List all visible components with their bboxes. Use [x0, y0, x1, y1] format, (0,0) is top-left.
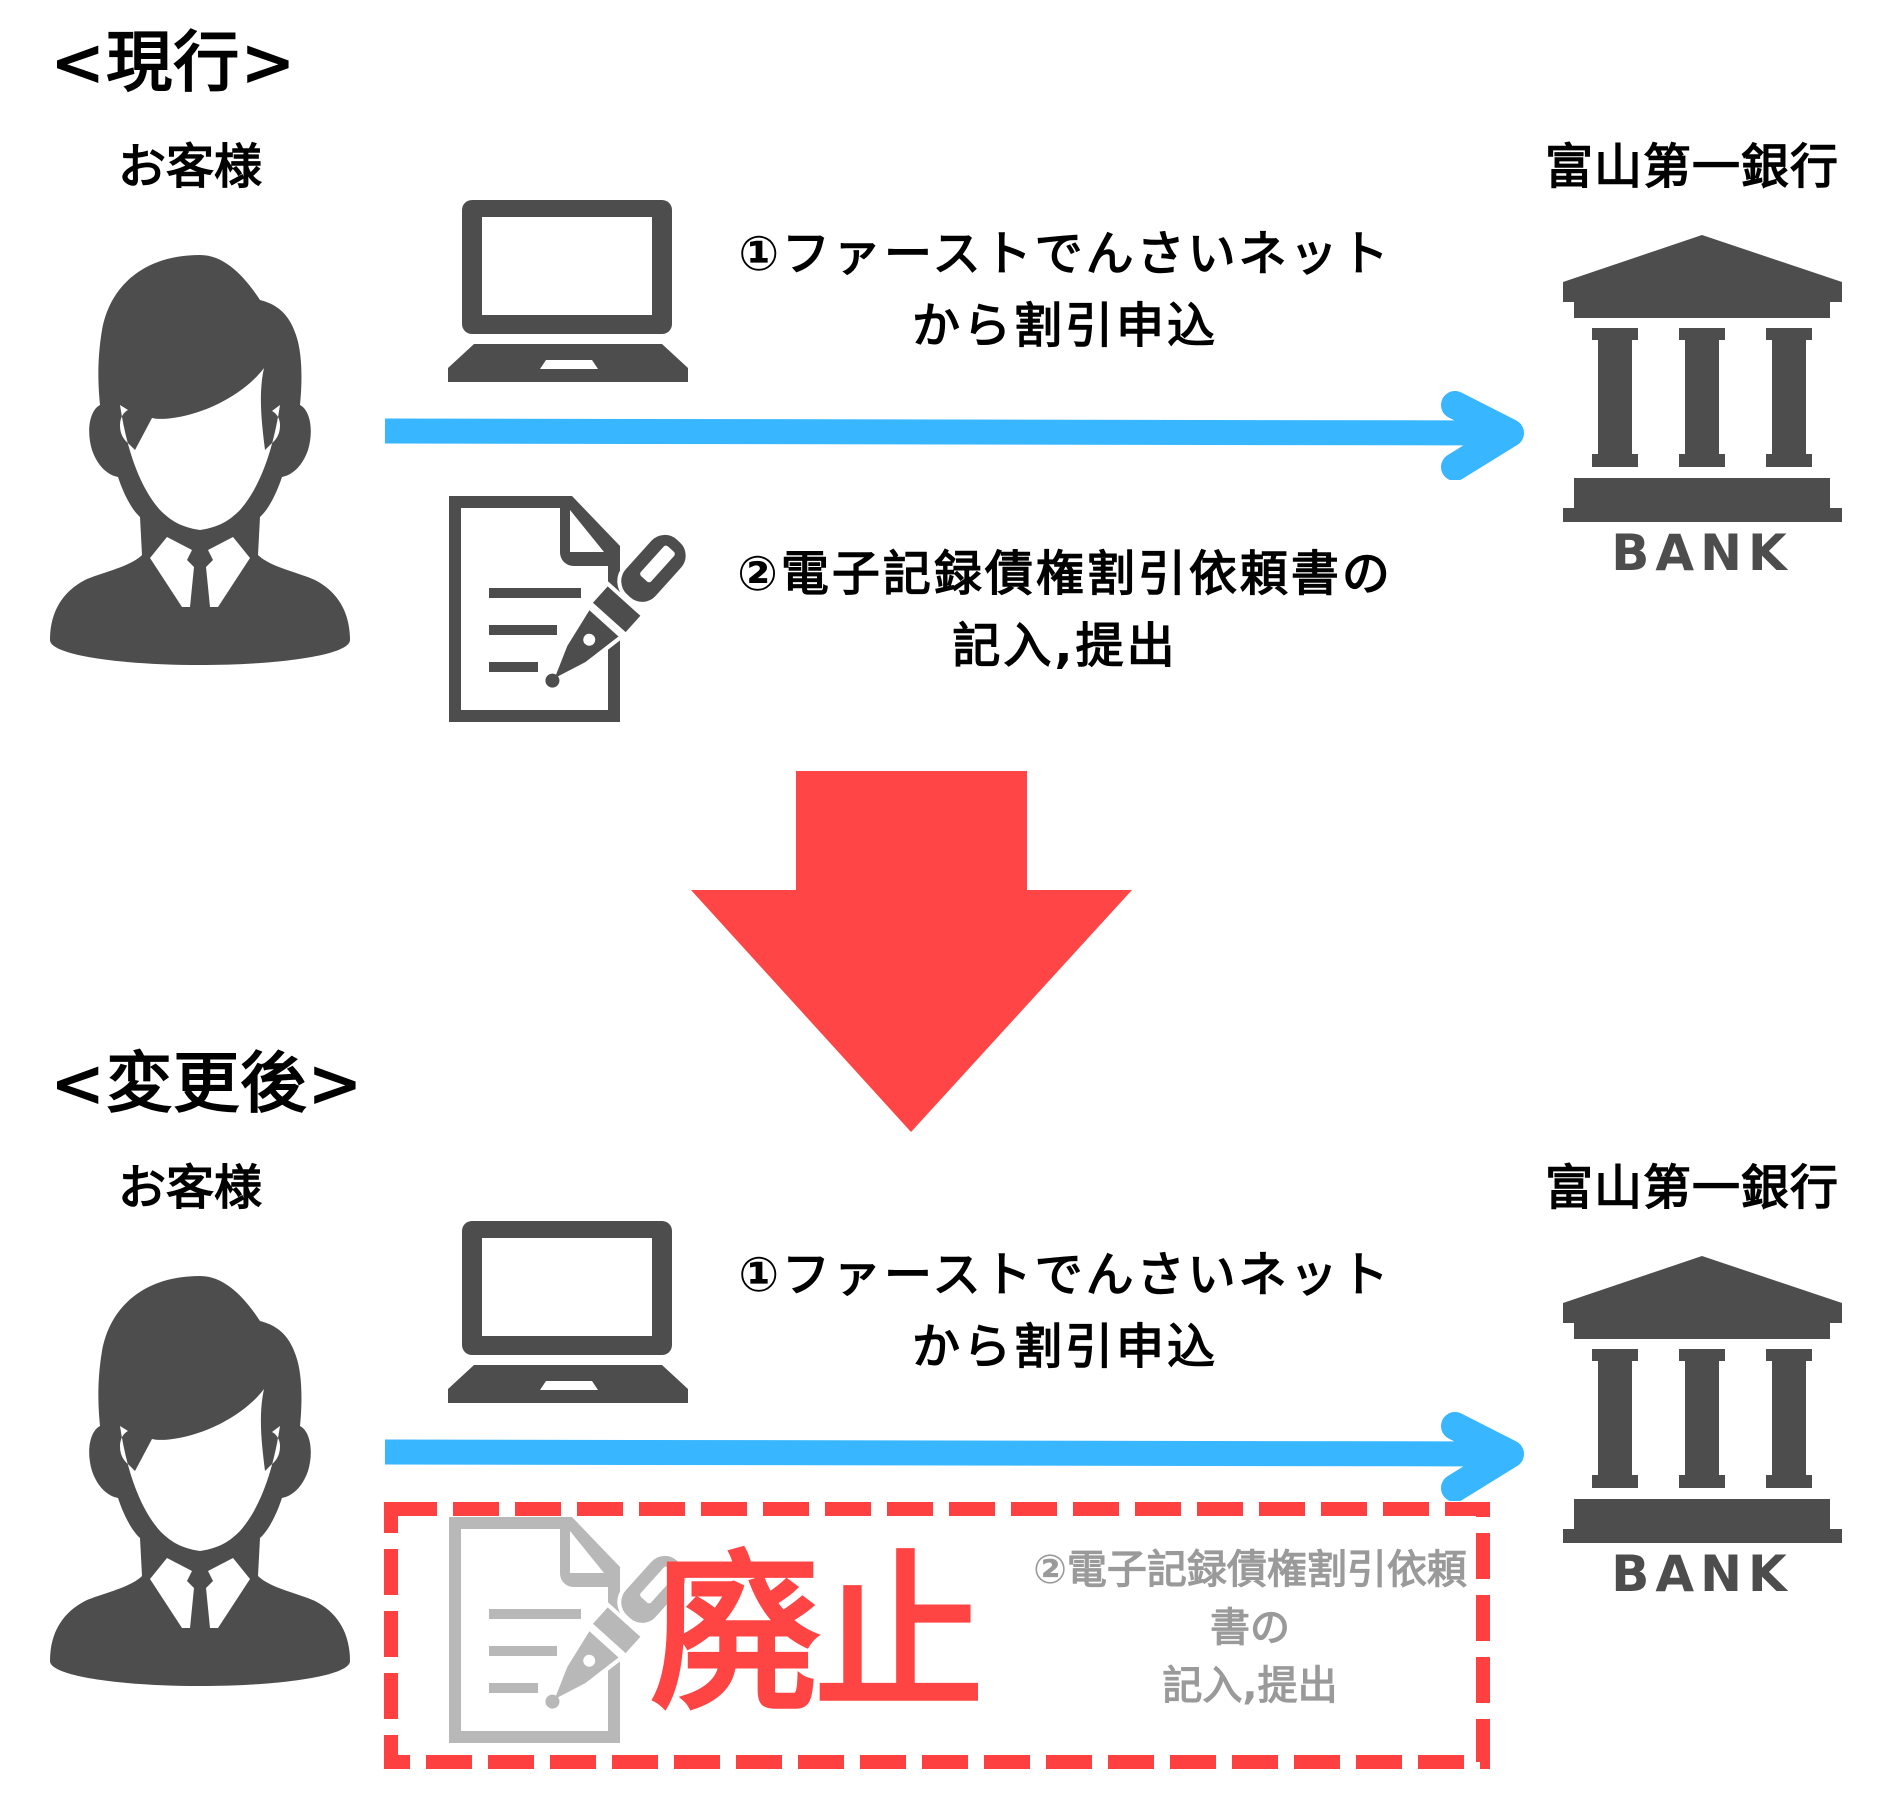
laptop-icon: [448, 1221, 688, 1403]
customer-person-icon: [50, 1276, 350, 1686]
section-title: <現行>: [50, 24, 297, 101]
step-1-text: ①ファーストでんさいネット から割引申込: [700, 218, 1430, 362]
section-current: <現行> お客様 富山第一銀行 ①: [0, 0, 1900, 780]
flow-arrow-right-icon: [384, 1412, 1524, 1501]
bank-icon: BANK: [1563, 235, 1842, 577]
customer-person-icon: [50, 255, 350, 665]
down-arrow-icon: [691, 771, 1132, 1132]
bank-label: 富山第一銀行: [1545, 1160, 1840, 1216]
bank-icon-text: BANK: [1611, 1545, 1792, 1598]
step-2-line-1: ②電子記録債権割引依頼書の: [737, 546, 1393, 602]
laptop-icon: [448, 200, 688, 382]
step-1-line-1: ①ファーストでんさいネット: [738, 226, 1392, 282]
document-pen-icon: [449, 496, 690, 722]
customer-label: お客様: [118, 1160, 263, 1216]
flow-arrow-right-icon: [384, 391, 1524, 480]
section-after-change: <変更後> お客様 富山第一銀行: [0, 1021, 1900, 1801]
step-1-line-2: から割引申込: [911, 1319, 1218, 1375]
step-2-line-2: 記入,提出: [1162, 1663, 1338, 1709]
abolished-label: 廃止: [650, 1536, 984, 1734]
step-1-text: ①ファーストでんさいネット から割引申込: [700, 1239, 1430, 1383]
document-pen-icon-muted: [449, 1517, 690, 1743]
bank-label: 富山第一銀行: [1545, 139, 1840, 195]
step-2-line-1: ②電子記録債権割引依頼書の: [1033, 1547, 1467, 1651]
step-2-text: ②電子記録債権割引依頼書の 記入,提出: [700, 538, 1430, 682]
step-1-line-2: から割引申込: [911, 298, 1218, 354]
customer-label: お客様: [118, 139, 263, 195]
bank-icon: BANK: [1563, 1256, 1842, 1598]
step-2-text-abolished: ②電子記録債権割引依頼書の 記入,提出: [1030, 1541, 1470, 1715]
step-2-line-2: 記入,提出: [952, 618, 1178, 674]
abolished-dashed-box: [384, 1502, 1490, 1769]
bank-icon-text: BANK: [1611, 524, 1792, 577]
step-1-line-1: ①ファーストでんさいネット: [738, 1247, 1392, 1303]
section-title: <変更後>: [50, 1045, 364, 1122]
